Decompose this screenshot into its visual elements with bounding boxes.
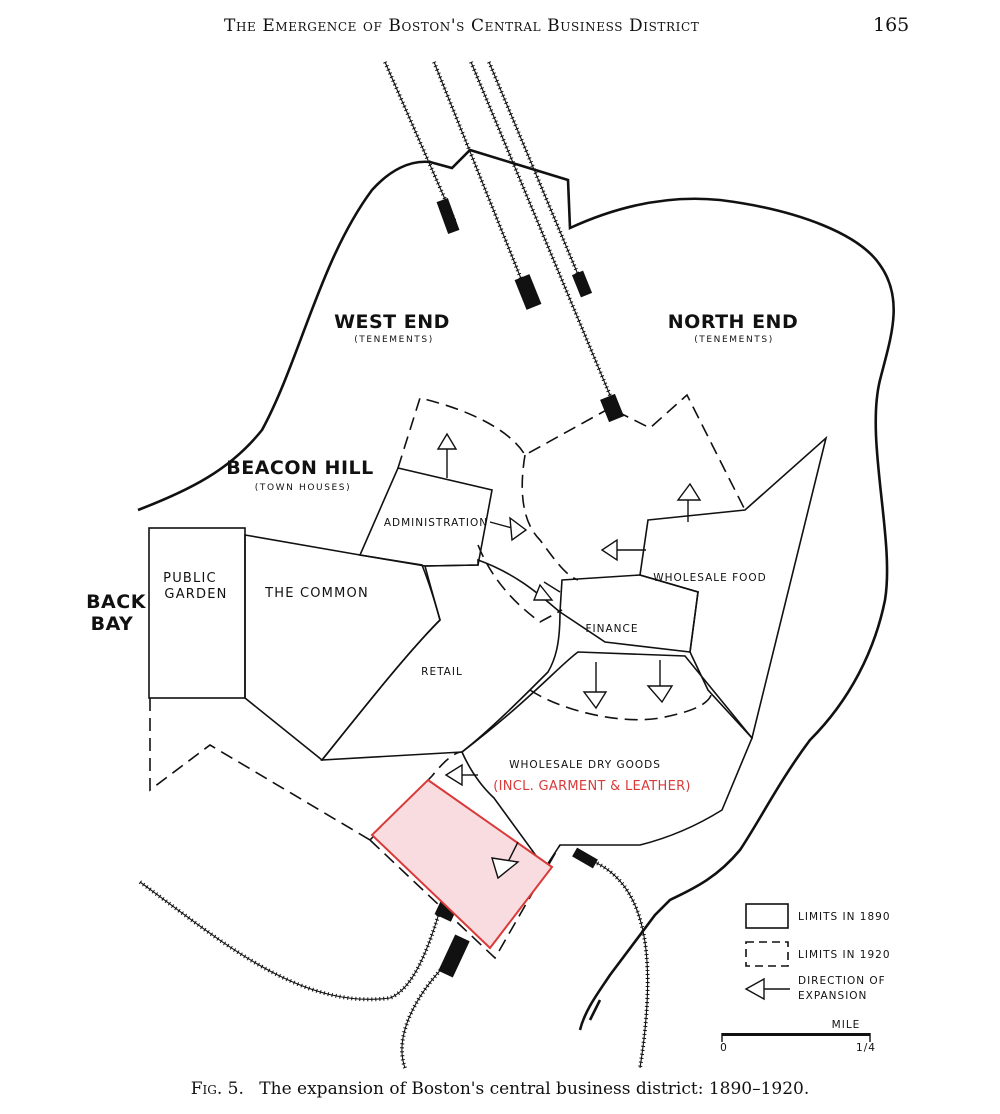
label-administration: ADMINISTRATION [384, 517, 488, 529]
running-title: The Emergence of Boston's Central Busine… [224, 16, 700, 36]
shoreline-west [137, 148, 895, 1031]
scale-bar: MILE 0 1/4 [720, 1019, 876, 1054]
label-north-end: NORTH END [668, 311, 798, 333]
legend-limits-1920: LIMITS IN 1920 [798, 949, 891, 961]
label-wholesale-dry-goods: WHOLESALE DRY GOODS [509, 759, 661, 771]
map-legend: LIMITS IN 1890 LIMITS IN 1920 DIRECTION … [744, 903, 891, 1002]
label-west-end: WEST END [334, 311, 450, 333]
legend-solid-swatch [745, 903, 789, 929]
label-the-common: THE COMMON [264, 586, 369, 601]
legend-limits-1890: LIMITS IN 1890 [798, 911, 891, 923]
label-beacon-hill-sub: (TOWN HOUSES) [255, 483, 351, 493]
scale-unit: MILE [832, 1019, 861, 1031]
label-garden: GARDEN [164, 587, 227, 602]
figure-caption: Fig. 5. The expansion of Boston's centra… [0, 1079, 1000, 1099]
label-garment-leather-annotation: (INCL. GARMENT & LEATHER) [493, 779, 691, 794]
figure-caption-text: The expansion of Boston's central busine… [259, 1079, 810, 1099]
limits-1890 [148, 435, 828, 870]
shoreline-south [588, 999, 602, 1021]
label-back: BACK [86, 591, 147, 613]
legend-dashed-swatch [745, 941, 789, 967]
garment-leather-highlight [370, 778, 554, 950]
limits-1920 [149, 393, 746, 960]
label-finance: FINANCE [586, 623, 639, 635]
label-west-end-sub: (TENEMENTS) [354, 335, 434, 345]
label-bay: BAY [91, 613, 134, 635]
legend-direction-line2: EXPANSION [798, 990, 867, 1002]
label-wholesale-food: WHOLESALE FOOD [653, 572, 767, 584]
scale-end: 1/4 [856, 1042, 876, 1054]
label-public: PUBLIC [163, 571, 217, 586]
label-beacon-hill: BEACON HILL [226, 457, 373, 479]
legend-arrow-icon [744, 977, 765, 1001]
label-retail: RETAIL [421, 666, 463, 678]
scale-start: 0 [720, 1042, 728, 1054]
expansion-arrows [436, 432, 702, 880]
page-number: 165 [873, 14, 910, 36]
figure-number: Fig. 5. [190, 1079, 244, 1099]
page-header: The Emergence of Boston's Central Busine… [0, 14, 1000, 44]
label-north-end-sub: (TENEMENTS) [694, 335, 774, 345]
legend-direction-line1: DIRECTION OF [798, 975, 886, 987]
railroad-lines [138, 61, 650, 1069]
